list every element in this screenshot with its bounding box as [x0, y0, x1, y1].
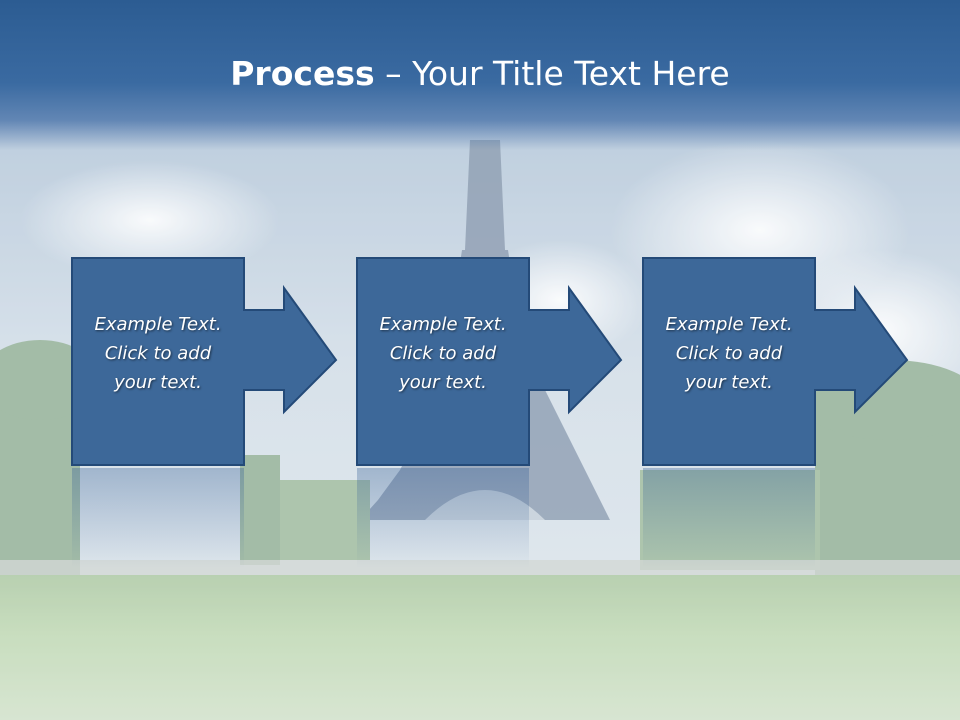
step-text-line: your text. — [114, 372, 202, 393]
step-text-line: Example Text. — [94, 314, 222, 335]
arrow-box-shape — [642, 257, 909, 466]
step-text[interactable]: Example Text. Click to add your text. — [643, 310, 815, 397]
arrow-box-shape — [356, 257, 623, 466]
step-text-line: Click to add — [389, 343, 497, 364]
step-text-line: your text. — [399, 372, 487, 393]
step-text-line: Example Text. — [665, 314, 793, 335]
title-bar — [0, 0, 960, 150]
step-text-line: Example Text. — [379, 314, 507, 335]
step-reflection — [357, 468, 529, 568]
lawn — [0, 575, 960, 720]
cloud — [20, 160, 280, 280]
step-reflection — [72, 468, 244, 568]
process-step-1[interactable]: Example Text. Click to add your text. — [71, 257, 338, 466]
process-step-3[interactable]: Example Text. Click to add your text. — [642, 257, 909, 466]
process-step-2[interactable]: Example Text. Click to add your text. — [356, 257, 623, 466]
tower-arch — [425, 490, 545, 520]
step-text[interactable]: Example Text. Click to add your text. — [72, 310, 244, 397]
step-reflection — [643, 468, 815, 568]
trees-left — [0, 340, 370, 585]
step-text-line: Click to add — [675, 343, 783, 364]
slide-title[interactable]: Process – Your Title Text Here — [0, 52, 960, 96]
step-text-line: Click to add — [104, 343, 212, 364]
title-rest: – Your Title Text Here — [374, 54, 730, 93]
title-bold: Process — [230, 54, 375, 93]
step-text-line: your text. — [685, 372, 773, 393]
arrow-box-shape — [71, 257, 338, 466]
step-text[interactable]: Example Text. Click to add your text. — [357, 310, 529, 397]
